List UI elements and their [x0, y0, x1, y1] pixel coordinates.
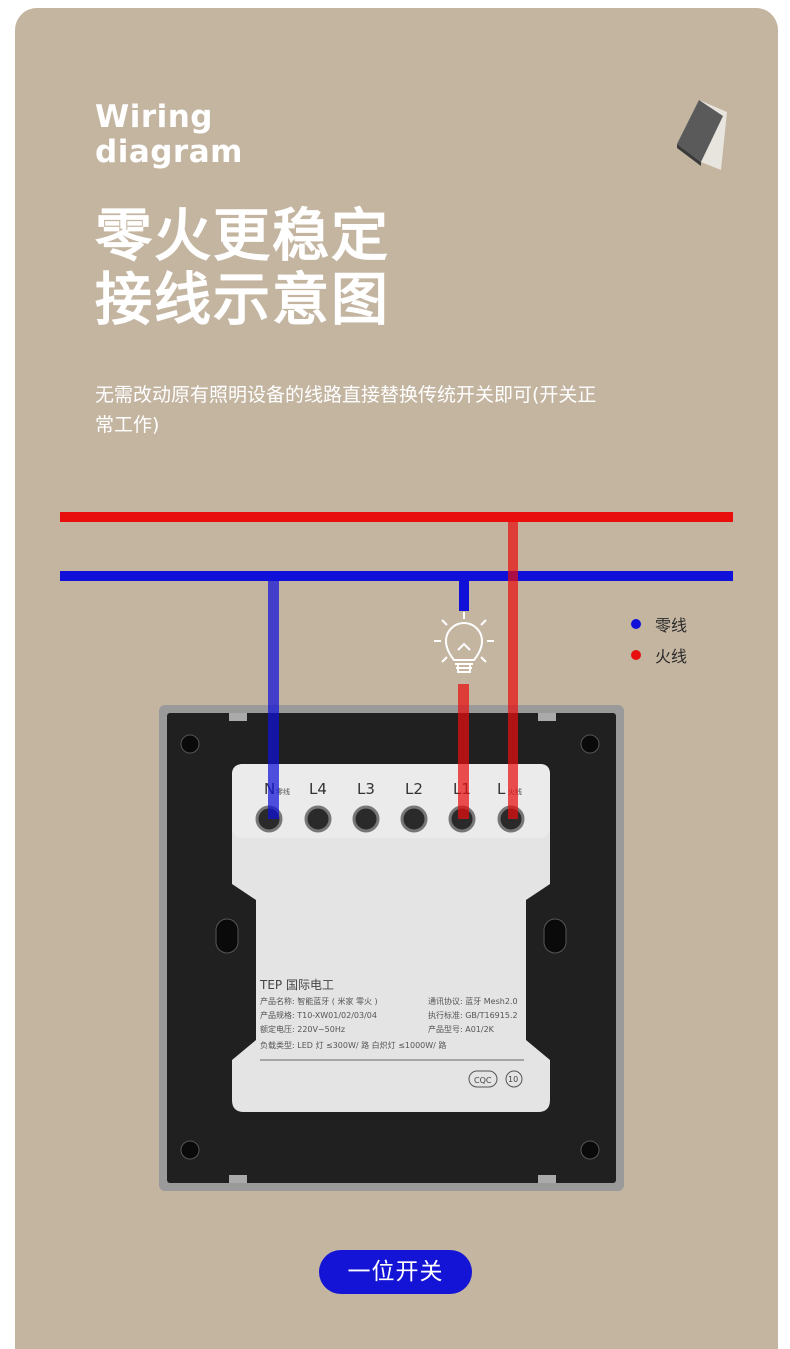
terminal-label-l2: L2	[405, 780, 423, 798]
neutral-main-wire	[60, 571, 733, 581]
live-dot-icon	[631, 649, 641, 660]
terminal-label-l3: L3	[357, 780, 375, 798]
rating-mark-text: 10	[508, 1075, 518, 1084]
frame-tab	[538, 1175, 556, 1183]
title-cn: 零火更稳定 接线示意图	[95, 204, 390, 332]
legend: 零线 火线	[631, 608, 687, 670]
label-row-1-right: 通讯协议: 蓝牙 Mesh2.0	[428, 996, 518, 1006]
mount-slot	[215, 918, 239, 954]
live-drop-wire	[508, 522, 518, 819]
neutral-dot-icon	[631, 618, 641, 629]
cqc-mark-icon	[468, 1070, 498, 1088]
label-row-3-left: 额定电压: 220V~50Hz	[260, 1024, 345, 1034]
label-row-2-right: 执行标准: GB/T16915.2	[428, 1010, 518, 1020]
lamp-switch-wire	[458, 684, 469, 819]
legend-item-neutral: 零线	[631, 608, 687, 639]
legend-label-live: 火线	[655, 646, 688, 666]
screw-hole	[180, 1140, 200, 1160]
title-en: Wiring diagram	[95, 99, 243, 170]
screw-hole	[580, 734, 600, 754]
title-cn-line2: 接线示意图	[95, 267, 390, 333]
description: 无需改动原有照明设备的线路直接替换传统开关即可(开关正常工作)	[95, 384, 597, 436]
label-row-2-left: 产品规格: T10-XW01/02/03/04	[260, 1010, 377, 1020]
legend-item-live: 火线	[631, 639, 687, 670]
legend-label-neutral: 零线	[655, 615, 688, 635]
screw-hole	[180, 734, 200, 754]
cqc-mark-text: CQC	[474, 1076, 492, 1085]
terminal-sub-n: 零线	[276, 787, 290, 796]
switch-type-button[interactable]: 一位开关	[319, 1250, 472, 1294]
label-row-4-left: 负载类型: LED 灯 ≤300W/ 路 白炽灯 ≤1000W/ 路	[260, 1040, 446, 1050]
neutral-lamp-drop	[459, 581, 469, 611]
label-brand: TEP 国际电工	[259, 978, 334, 992]
frame-tab	[229, 1175, 247, 1183]
switch-module	[232, 764, 550, 1112]
rating-mark-icon	[505, 1070, 523, 1088]
terminal-label-l: L	[497, 780, 506, 798]
bulb-icon	[434, 612, 494, 673]
label-row-1-left: 产品名称: 智能蓝牙 ( 米家 零火 )	[260, 996, 378, 1006]
screw-hole	[580, 1140, 600, 1160]
live-main-wire	[60, 512, 733, 522]
label-row-3-right: 产品型号: A01/2K	[428, 1024, 495, 1034]
mount-slot	[543, 918, 567, 954]
switch-icon	[677, 100, 727, 170]
neutral-drop-wire	[268, 581, 279, 819]
frame-tab	[229, 713, 247, 721]
frame-tab	[538, 713, 556, 721]
title-cn-line1: 零火更稳定	[95, 203, 390, 269]
terminal-label-l4: L4	[309, 780, 327, 798]
